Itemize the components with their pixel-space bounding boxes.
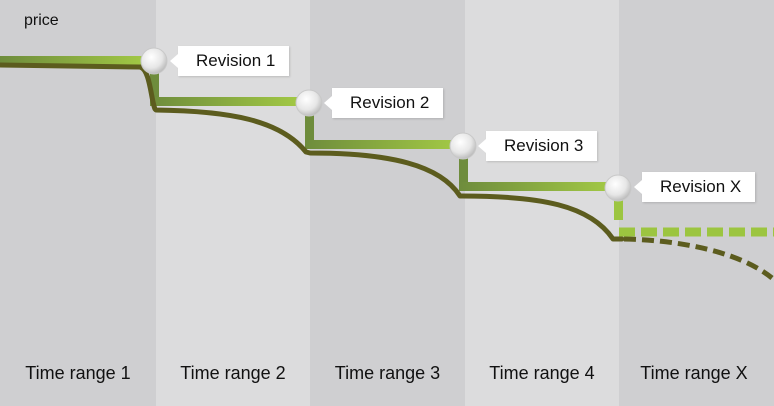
band-time-range-3 xyxy=(310,0,465,406)
time-range-label-x: Time range X xyxy=(640,363,748,383)
revision-knob-x xyxy=(604,174,632,202)
price-axis-label: price xyxy=(24,12,59,29)
revision-drop-x xyxy=(614,186,623,220)
revision-label-1: Revision 1 xyxy=(169,46,290,76)
revision-line-3 xyxy=(305,140,464,149)
time-range-label-3: Time range 3 xyxy=(334,363,441,383)
time-range-label-2: Time range 2 xyxy=(180,363,286,383)
revision-knob-3 xyxy=(449,132,477,160)
revision-knob-2 xyxy=(295,89,323,117)
projected-price-curve xyxy=(623,236,774,280)
band-time-range-x xyxy=(619,0,774,406)
revision-drop-3 xyxy=(459,144,468,186)
price-curve xyxy=(0,62,625,242)
revision-line-x xyxy=(459,182,619,191)
revision-drop-2 xyxy=(305,101,314,145)
revision-knob-1 xyxy=(140,47,168,75)
revision-label-2: Revision 2 xyxy=(323,88,444,118)
time-range-label-1: Time range 1 xyxy=(25,363,131,383)
revision-line-2 xyxy=(150,97,309,106)
revision-drop-1 xyxy=(150,60,159,102)
revision-label-3: Revision 3 xyxy=(477,131,598,161)
revision-line-1 xyxy=(0,56,154,65)
revision-label-x: Revision X xyxy=(633,172,756,202)
time-range-label-4: Time range 4 xyxy=(489,363,595,383)
